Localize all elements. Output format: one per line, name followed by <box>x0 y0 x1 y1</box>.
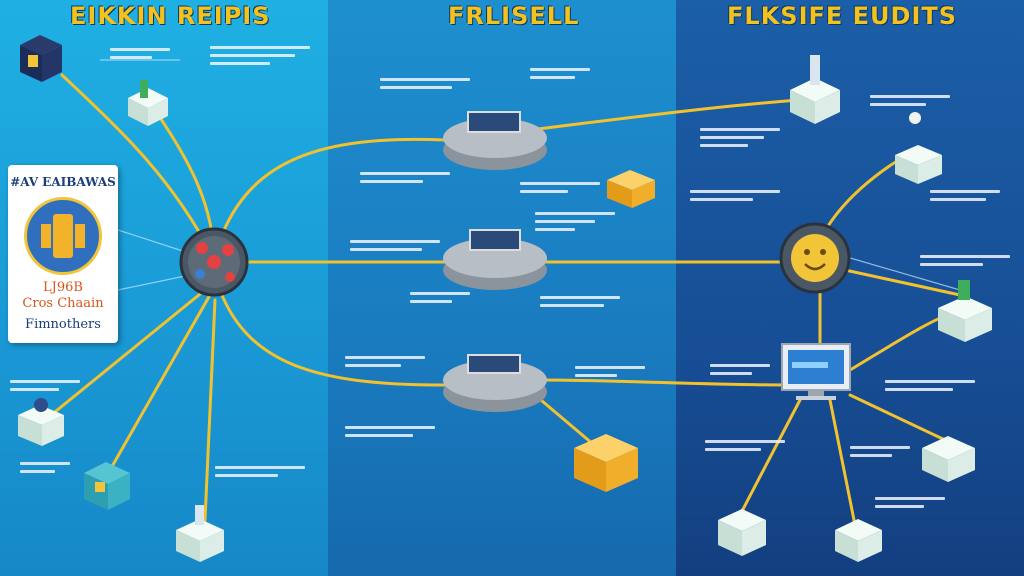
connector-monitor-bottom-mid <box>828 398 857 527</box>
router-icon <box>179 227 249 297</box>
text-block <box>870 95 950 117</box>
text-block <box>710 364 770 386</box>
connector-server3-orange <box>533 393 602 452</box>
text-block <box>10 380 80 402</box>
text-block <box>705 440 785 462</box>
connector-server3-monitor <box>538 378 792 387</box>
orange-cube-large <box>574 434 638 492</box>
card-title: #AV EAIBAWAS <box>10 175 116 189</box>
text-block <box>575 366 645 388</box>
server-node-icon <box>443 111 547 170</box>
monitor-icon <box>781 343 851 400</box>
text-block <box>690 190 780 212</box>
text-block <box>380 78 470 100</box>
panel-title-right: FLKSIFE EUDITS <box>727 2 958 30</box>
connector-top-left <box>60 73 214 257</box>
text-block <box>700 128 780 150</box>
text-block <box>410 292 470 314</box>
server-node-mid <box>443 229 547 290</box>
connector-hub-chip <box>108 293 212 472</box>
text-block <box>930 190 1000 212</box>
text-block <box>530 68 590 90</box>
text-block <box>350 240 440 262</box>
cube-node-bottom <box>176 505 224 562</box>
cube-node-left <box>18 398 64 446</box>
connector-hub-server1 <box>218 137 447 242</box>
connector-monitor-bottom-right <box>848 393 947 442</box>
connector-hub-cube-left <box>43 288 207 422</box>
info-card: #AV EAIBAWAS LJ96B Cros Chaain Fimnother… <box>8 165 118 343</box>
text-block <box>345 426 435 448</box>
text-block <box>210 46 310 68</box>
smiley-hub-icon <box>779 222 851 294</box>
panel-title-left: EIKKIN REIPIS <box>70 2 271 30</box>
card-line-2: Cros Chaain <box>22 296 104 311</box>
orange-cube-small <box>607 170 655 208</box>
text-block <box>540 296 620 318</box>
text-block <box>920 255 1010 277</box>
text-block <box>875 497 945 519</box>
cube-node-bottom-mid <box>835 519 882 562</box>
text-block <box>215 466 305 488</box>
connector-hub2-right <box>843 268 962 297</box>
panel-title-middle: FRLISELL <box>448 2 580 30</box>
text-block <box>535 212 615 234</box>
connector-hub-bottom <box>203 298 217 522</box>
text-block <box>20 462 70 484</box>
text-block <box>110 48 170 70</box>
cube-node-right2 <box>938 280 992 342</box>
text-block <box>360 172 450 194</box>
text-block <box>850 446 910 468</box>
coin-stack-icon <box>24 197 102 275</box>
server-node-bottom <box>443 354 547 412</box>
text-block <box>520 182 600 204</box>
connector-monitor-bottom-left <box>738 398 802 517</box>
card-line-1: LJ96B <box>43 280 83 295</box>
thin-lines <box>100 59 961 291</box>
card-line-3: Fimnothers <box>25 317 101 332</box>
text-block <box>345 356 425 378</box>
cube-node-icon <box>128 80 168 126</box>
text-block <box>885 380 975 402</box>
connector-hub-server3 <box>218 288 447 387</box>
cube-node-bottom-right <box>718 509 766 556</box>
chip-cube-bottom <box>84 462 130 510</box>
cube-node-top-right <box>790 55 840 124</box>
chip-cube-icon <box>20 35 62 82</box>
cube-node-right1 <box>895 112 942 184</box>
connector-server1-top-right <box>528 98 802 132</box>
cube-node-right3 <box>922 436 975 482</box>
